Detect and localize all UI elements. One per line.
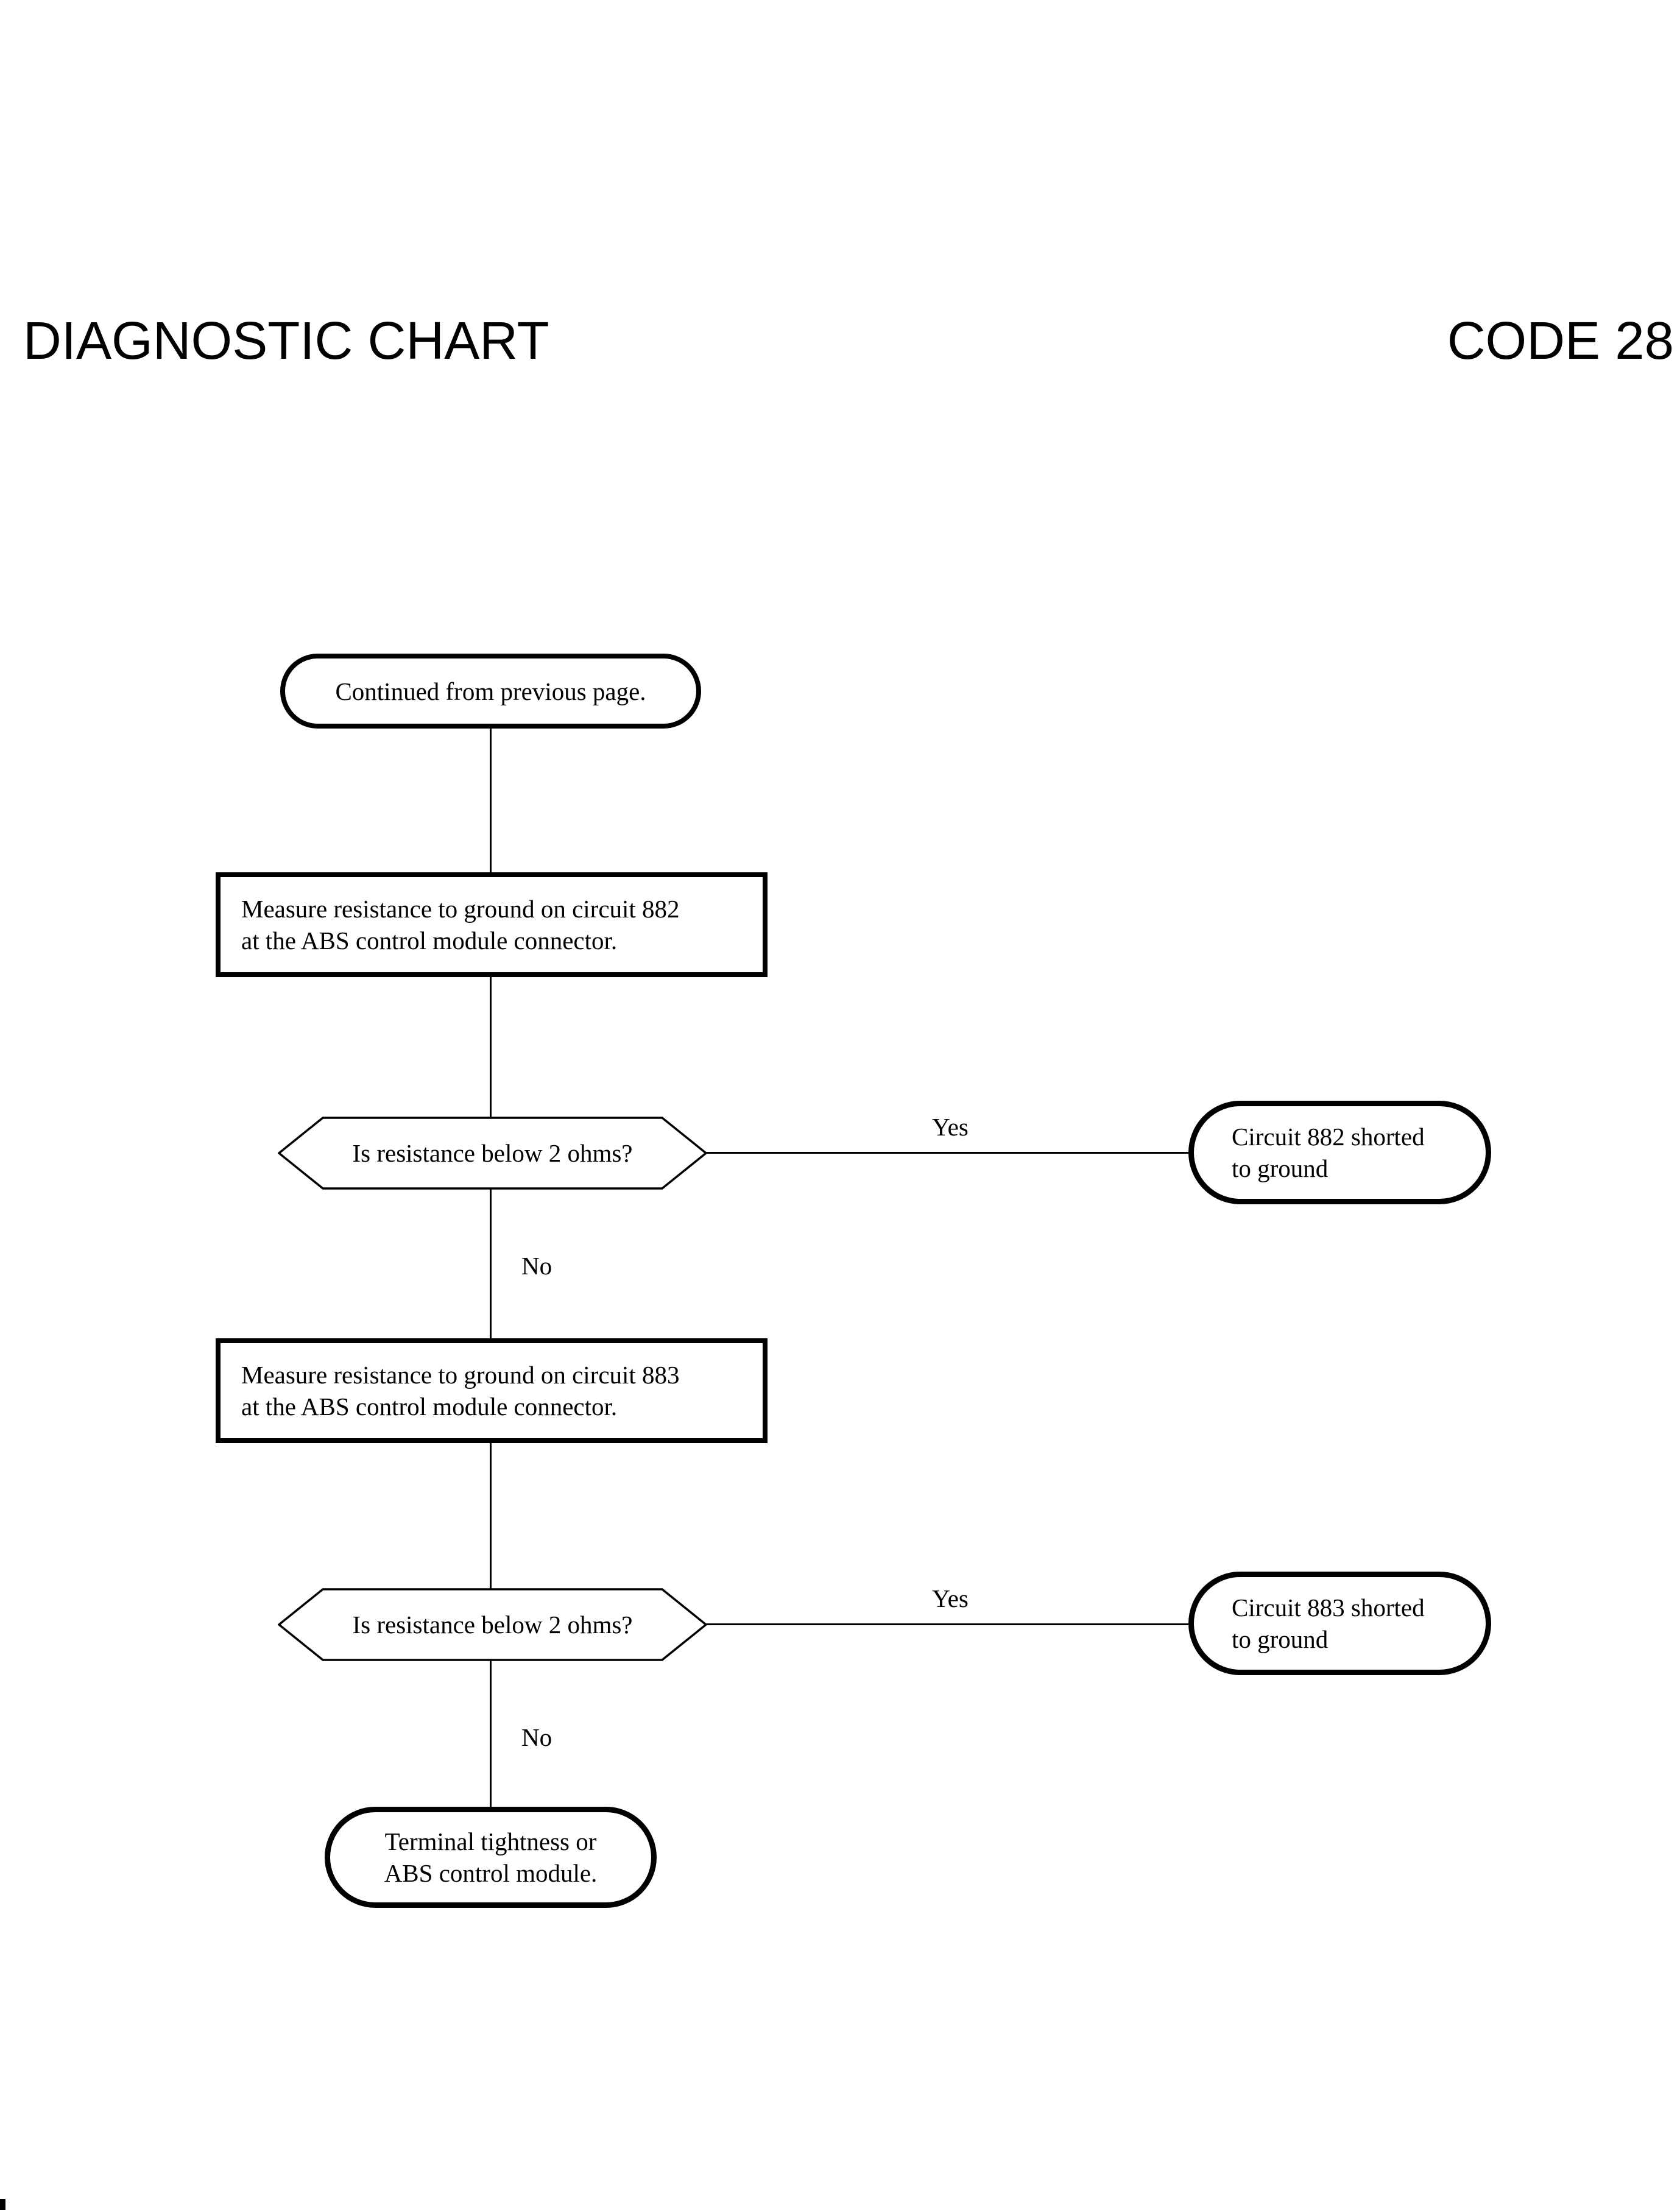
result-882-line1: Circuit 882 shorted — [1232, 1123, 1425, 1151]
connector-process883-to-decision883 — [490, 1442, 492, 1589]
result-883-line2: to ground — [1232, 1625, 1329, 1653]
end-node-line2: ABS control module. — [384, 1859, 598, 1887]
page-title: DIAGNOSTIC CHART — [23, 311, 549, 370]
connector-process882-to-decision882 — [490, 976, 492, 1118]
end-node-line1: Terminal tightness or — [384, 1827, 597, 1855]
connector-start-to-process882 — [490, 727, 492, 874]
connector-decision882-yes — [706, 1152, 1188, 1154]
start-node-label: Continued from previous page. — [335, 677, 646, 705]
process-883-line2: at the ABS control module connector. — [241, 1393, 618, 1421]
result-883-node: Circuit 883 shorted to ground — [1188, 1572, 1491, 1675]
yes-label-883: Yes — [932, 1584, 969, 1612]
end-node: Terminal tightness or ABS control module… — [325, 1807, 657, 1908]
start-node: Continued from previous page. — [280, 654, 701, 729]
decision-883-hexagon: Is resistance below 2 ohms? — [278, 1588, 707, 1661]
process-883-box: Measure resistance to ground on circuit … — [216, 1338, 768, 1443]
process-882-line1: Measure resistance to ground on circuit … — [241, 895, 680, 923]
decision-882-question: Is resistance below 2 ohms? — [352, 1139, 633, 1167]
no-label-883: No — [521, 1723, 552, 1751]
yes-label-882: Yes — [932, 1113, 969, 1141]
process-882-box: Measure resistance to ground on circuit … — [216, 872, 768, 977]
connector-decision882-no — [490, 1188, 492, 1340]
connector-decision883-no — [490, 1660, 492, 1811]
decision-883-question: Is resistance below 2 ohms? — [352, 1611, 633, 1639]
no-label-882: No — [521, 1252, 552, 1280]
connector-decision883-yes — [706, 1623, 1188, 1625]
process-883-line1: Measure resistance to ground on circuit … — [241, 1361, 680, 1389]
result-882-node: Circuit 882 shorted to ground — [1188, 1101, 1491, 1204]
result-883-line1: Circuit 883 shorted — [1232, 1594, 1425, 1622]
page-code: CODE 28 — [1447, 311, 1674, 370]
scan-artifact-mark — [0, 2199, 5, 2210]
result-882-line2: to ground — [1232, 1154, 1329, 1182]
process-882-line2: at the ABS control module connector. — [241, 927, 618, 955]
decision-882-hexagon: Is resistance below 2 ohms? — [278, 1117, 707, 1190]
